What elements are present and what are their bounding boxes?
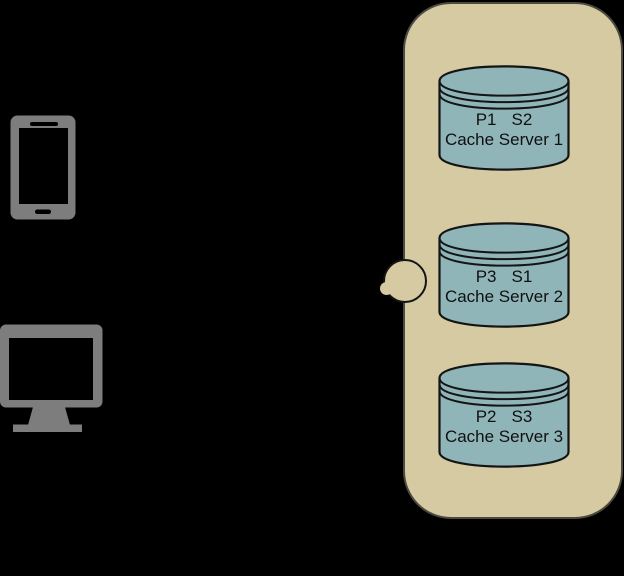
cache-server-1: P1 S2 Cache Server 1	[438, 65, 570, 171]
monitor-screen	[9, 338, 93, 400]
server-text: P1 S2 Cache Server 1	[438, 110, 570, 149]
phone-screen	[19, 128, 68, 204]
partition-primary-label: P2	[475, 407, 497, 426]
partition-secondary-label: S3	[511, 407, 533, 426]
cache-server-2: P3 S1 Cache Server 2	[438, 222, 570, 328]
monitor-icon	[0, 324, 103, 432]
server-text: P3 S1 Cache Server 2	[438, 267, 570, 306]
phone-speaker-slit	[30, 122, 58, 126]
monitor-stand-neck	[28, 407, 70, 425]
connector-port-notch	[380, 282, 393, 295]
server-name-label: Cache Server 1	[444, 129, 564, 149]
database-icon	[438, 65, 570, 171]
server-name-label: Cache Server 2	[444, 286, 564, 306]
server-text: P2 S3 Cache Server 3	[438, 407, 570, 446]
phone-home-button	[35, 209, 51, 214]
partition-secondary-label: S2	[511, 110, 533, 129]
database-icon	[438, 222, 570, 328]
smartphone-icon	[10, 115, 76, 220]
partition-secondary-label: S1	[511, 267, 533, 286]
server-name-label: Cache Server 3	[444, 426, 564, 446]
cache-cluster-container: P1 S2 Cache Server 1 P3 S1 Cache Server …	[403, 2, 623, 519]
partition-primary-label: P1	[475, 110, 497, 129]
connector-port-circle-icon	[383, 259, 427, 303]
partition-primary-label: P3	[475, 267, 497, 286]
database-icon	[438, 362, 570, 468]
cache-server-3: P2 S3 Cache Server 3	[438, 362, 570, 468]
monitor-stand-base	[13, 424, 82, 432]
